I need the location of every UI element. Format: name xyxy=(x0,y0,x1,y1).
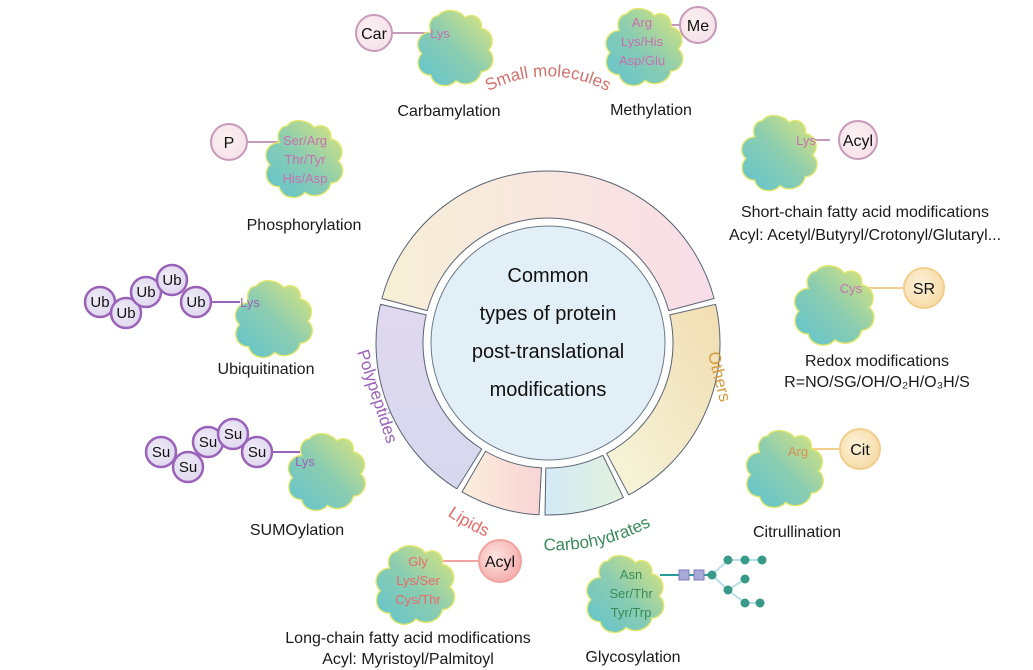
modification-glycosylation: Asn Ser/Thr Tyr/Trp Glycosylation xyxy=(585,554,767,666)
chain-unit-icon xyxy=(171,450,205,484)
chain-unit-icon xyxy=(240,435,274,469)
modification-detail: R=NO/SG/OH/O₂H/O₃H/S xyxy=(784,374,970,391)
modification-name: Ubiquitination xyxy=(218,361,315,378)
category-ring xyxy=(375,170,721,516)
residue-label: Ser/Thr xyxy=(609,586,653,601)
residue-label: Thr/Tyr xyxy=(284,152,326,167)
protein-blob-icon xyxy=(417,9,494,87)
modifier-badge-label: Cit xyxy=(850,442,870,459)
chain-unit-label: Su xyxy=(199,434,217,451)
chain-unit-label: Ub xyxy=(116,305,135,322)
modification-long-chain-fatty-acid: Gly Lys/Ser Cys/Thr Acyl Long-chain fatt… xyxy=(285,539,531,668)
modifier-badge-label: Acyl xyxy=(485,554,515,571)
modifier-badge-label: Car xyxy=(361,26,387,43)
center-title-line-2: types of protein xyxy=(480,303,617,325)
chain-unit-icon xyxy=(109,296,143,330)
residue-label: Lys/His xyxy=(621,34,664,49)
residue-label: Asn xyxy=(620,567,642,582)
chain-unit-label: Ub xyxy=(136,284,155,301)
ring-segment-small-molecules xyxy=(381,170,715,312)
modifier-badge xyxy=(839,428,881,470)
modification-name: Citrullination xyxy=(753,524,841,541)
modifier-badge xyxy=(355,14,393,52)
modification-name: Redox modifications xyxy=(805,353,949,370)
center-title-line-3: post-translational xyxy=(472,341,624,363)
ring-segment-lipids xyxy=(461,450,542,516)
residue-label: His/Asp xyxy=(283,171,328,186)
modifier-badge xyxy=(679,6,717,44)
chain-unit-icon xyxy=(144,435,178,469)
modifier-badge-label: Me xyxy=(687,18,709,35)
modification-methylation: Arg Lys/His Asp/Glu Me Methylation xyxy=(605,6,717,119)
modifier-badge xyxy=(838,120,878,160)
modification-short-chain-fatty-acid: Lys Acyl Short-chain fatty acid modifica… xyxy=(729,114,1001,244)
residue-label: Asp/Glu xyxy=(619,53,665,68)
protein-blob-icon xyxy=(793,265,875,346)
category-label-small-molecules: Small molecules xyxy=(482,61,614,95)
chain-unit-label: Su xyxy=(224,426,242,443)
protein-blob-icon xyxy=(740,114,818,192)
modification-name: Phosphorylation xyxy=(247,217,362,234)
chain-unit-label: Ub xyxy=(90,294,109,311)
chain-unit-icon xyxy=(179,285,213,319)
center-title-line-4: modifications xyxy=(490,379,607,401)
category-label-carbohydrates: Carbohydrates xyxy=(543,512,653,554)
modifier-badge-label: Acyl xyxy=(843,133,873,150)
protein-blob-icon xyxy=(234,279,314,359)
ring-segment-polypeptides xyxy=(375,303,483,490)
ring-segment-others xyxy=(606,303,721,496)
modification-carbamylation: Lys Car Carbamylation xyxy=(355,9,501,120)
residue-label: Arg xyxy=(788,444,808,459)
glycan-chain-icon xyxy=(660,555,767,608)
residue-label: Cys xyxy=(840,281,863,296)
chain-unit-label: Su xyxy=(248,444,266,461)
modifier-badge xyxy=(210,123,248,161)
modification-name: Glycosylation xyxy=(585,649,680,666)
residue-label: Tyr/Trp xyxy=(611,605,652,620)
modification-name: Short-chain fatty acid modifications xyxy=(741,204,989,221)
modification-name: Carbamylation xyxy=(397,103,500,120)
chain-unit-label: Su xyxy=(179,459,197,476)
residue-label: Arg xyxy=(632,15,652,30)
protein-blob-icon xyxy=(745,429,825,509)
residue-label: Ser/Arg xyxy=(283,133,327,148)
modification-citrullination: Arg Cit Citrullination xyxy=(745,428,881,541)
modification-redox: Cys SR Redox modifications R=NO/SG/OH/O₂… xyxy=(784,265,970,391)
modification-phosphorylation: Ser/Arg Thr/Tyr His/Asp P Phosphorylatio… xyxy=(210,119,362,234)
modification-name: Methylation xyxy=(610,102,692,119)
modifier-badge xyxy=(478,539,522,583)
residue-label: Cys/Thr xyxy=(395,592,441,607)
ring-segment-carbohydrates xyxy=(544,454,625,516)
chain-unit-icon xyxy=(129,275,163,309)
protein-blob-icon xyxy=(287,432,367,512)
residue-label: Lys xyxy=(430,26,450,41)
modifier-badge-label: SR xyxy=(913,281,935,298)
modifier-badge xyxy=(903,267,945,309)
modification-name: Long-chain fatty acid modifications xyxy=(285,630,530,647)
chain-unit-icon xyxy=(216,417,250,451)
chain-unit-label: Su xyxy=(152,444,170,461)
residue-label: Lys xyxy=(295,454,315,469)
residue-label: Lys xyxy=(240,295,260,310)
category-label-lipids: Lipids xyxy=(445,503,492,541)
residue-label: Gly xyxy=(408,554,428,569)
chain-unit-label: Ub xyxy=(186,294,205,311)
residue-label: Lys/Ser xyxy=(396,573,440,588)
modification-detail: Acyl: Acetyl/Butyryl/Crotonyl/Glutaryl..… xyxy=(729,227,1001,244)
modification-detail: Acyl: Myristoyl/Palmitoyl xyxy=(322,651,494,668)
center-title-line-1: Common xyxy=(507,265,588,287)
residue-label: Lys xyxy=(796,133,816,148)
modifier-badge-label: P xyxy=(224,135,235,152)
chain-unit-label: Ub xyxy=(162,272,181,289)
modification-name: SUMOylation xyxy=(250,522,344,539)
chain-unit-icon xyxy=(155,263,189,297)
center-disk xyxy=(430,225,666,461)
